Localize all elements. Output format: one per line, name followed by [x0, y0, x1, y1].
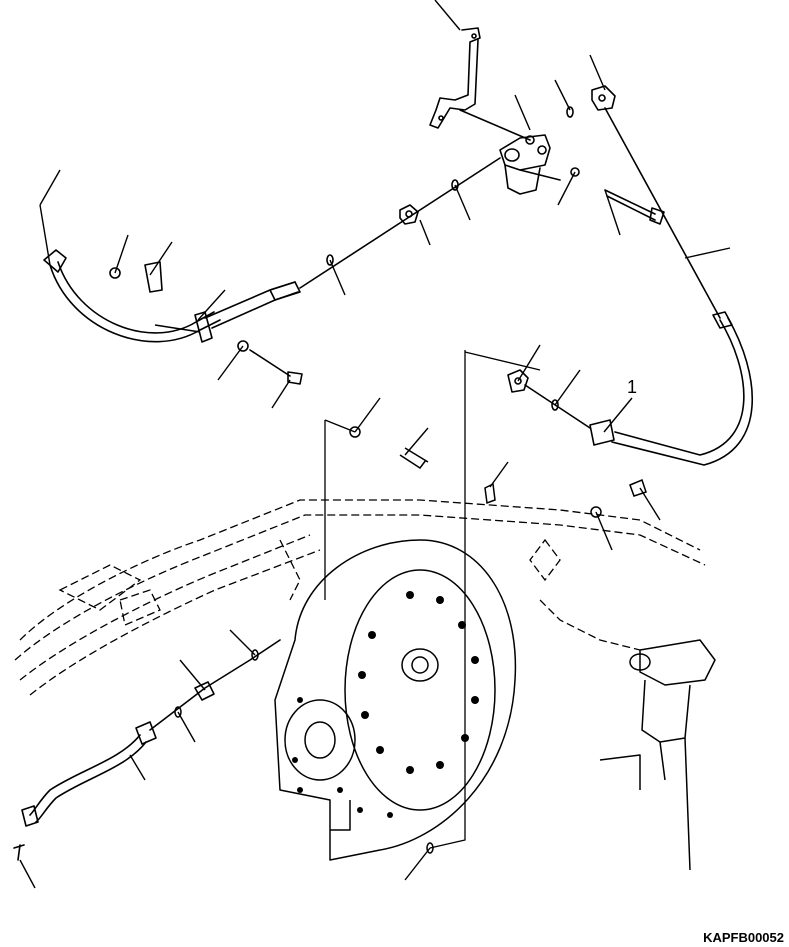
engine-flywheel-housing: [274, 539, 517, 861]
tube-right-vertical: [604, 107, 721, 319]
leader-lines-lower: [19, 397, 661, 889]
fuel-filter-lower: [599, 639, 716, 871]
washer-upper: [570, 167, 580, 177]
hose-right-joint-line: [524, 384, 591, 429]
washer-left: [237, 340, 249, 352]
adapter-fitting-right: [507, 369, 529, 393]
hose-left-end-fitting: [269, 281, 301, 301]
lower-small-parts: [174, 426, 647, 854]
bolt-left: [249, 349, 303, 385]
adapter-fitting-mid: [399, 204, 419, 225]
lower-tube-and-hose: [13, 639, 281, 861]
washer-lower: [349, 426, 361, 438]
o-ring-2: [326, 254, 334, 266]
o-ring-right: [551, 399, 559, 411]
hose-left: [43, 249, 221, 343]
mounting-bracket: [429, 27, 481, 129]
bolt-lower-right: [629, 478, 647, 497]
washer-lower-right: [590, 506, 602, 518]
o-ring-lower-left: [174, 706, 182, 718]
callout-number-1: 1: [627, 377, 637, 397]
o-ring-lower: [426, 842, 434, 854]
lower-fuel-hoses: [14, 499, 706, 696]
hose-right: [589, 311, 754, 466]
leader-lines-upper: [39, 0, 731, 433]
plug-lower: [484, 482, 496, 505]
upper-fuel-line-assembly: [43, 27, 754, 466]
flywheel-bolts: [292, 591, 479, 818]
hose-clamp: [109, 261, 213, 343]
o-ring-lower-mid: [251, 649, 259, 661]
elbow-fitting-top-right: [591, 85, 616, 111]
figure-code: KAPFB00052: [703, 930, 784, 945]
reference-lines: [324, 350, 541, 849]
long-bolt: [604, 189, 665, 225]
o-ring-3: [566, 106, 574, 118]
o-ring-1: [451, 179, 459, 191]
